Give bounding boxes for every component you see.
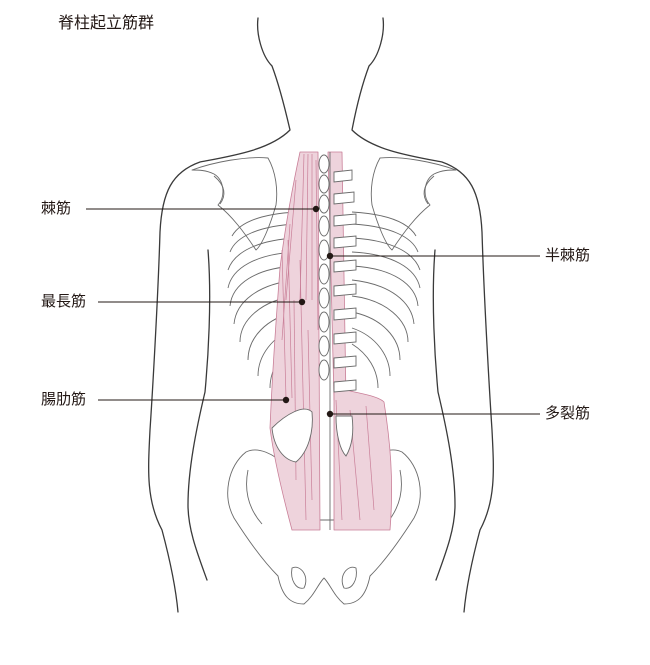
dot-spinalis [312,205,320,213]
leaders [86,208,540,415]
dot-iliocostalis [282,396,290,404]
label-multifidus: 多裂筋 [545,404,591,422]
right-multifidus [333,389,392,531]
label-iliocostalis: 腸肋筋 [41,390,87,408]
label-spinalis: 棘筋 [41,199,72,217]
label-longissimus: 最長筋 [41,292,87,310]
diagram-title: 脊柱起立筋群 [58,13,155,32]
dot-multifidus [326,410,334,418]
iliac-overlay [271,408,354,463]
right-scapula [370,157,457,251]
leader-dots [282,205,334,418]
pelvis [227,449,421,605]
left-scapula [191,157,278,251]
spine [318,152,357,530]
dot-semispinalis [326,252,334,260]
dot-longissimus [298,298,306,306]
body-outline [148,17,494,613]
label-semispinalis: 半棘筋 [545,246,591,264]
